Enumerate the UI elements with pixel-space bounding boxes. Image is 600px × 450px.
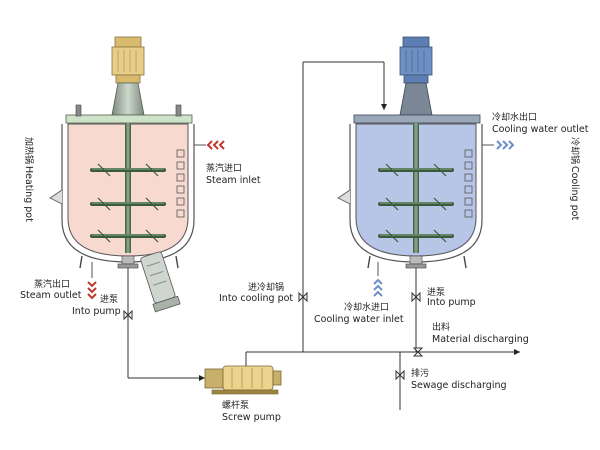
screw-pump-label-en: Screw pump [222,412,281,423]
steam-outlet-label-en: Steam outlet [20,290,82,301]
cooling-pot-label-cn: 冷却锅 [569,137,581,164]
sewage-discharging-label-en: Sewage discharging [411,380,507,391]
cooling-pot-label-en: Cooling pot [569,166,580,220]
cooling-motor [399,36,433,116]
steam-inlet-arrows [206,140,225,150]
into-pump-left-label-en: Into pump [72,306,121,317]
cooling-water-outlet-arrows [496,140,515,150]
cooling-water-outlet-label-en: Cooling water outlet [492,124,589,135]
screw-pump-label-cn: 螺杆泵 [222,399,249,411]
cooling-pot [337,36,483,269]
cooling-shaft [413,123,419,253]
steam-outlet-label-cn: 蒸汽出口 [34,278,70,290]
cooling-water-inlet-label-cn: 冷却水进口 [344,301,389,313]
steam-inlet-label-en: Steam inlet [206,175,261,186]
cooling-water-inlet-label-en: Cooling water inlet [314,314,404,325]
into-pump-right-label-en: Into pump [427,297,476,308]
heating-bottom-motor [140,251,181,313]
cooling-water-outlet-label-cn: 冷却水出口 [492,111,537,123]
valves [123,291,424,381]
screw-pump [204,365,282,395]
into-pump-right-label-cn: 进泵 [427,287,445,298]
into-cooling-pot-label-cn: 进冷却锅 [248,281,284,293]
steam-inlet-label-cn: 蒸汽进口 [206,162,242,174]
steam-outlet-arrows [87,281,97,300]
heating-pot-label-cn: 加热锅 [23,137,35,164]
heating-coil [176,149,185,218]
sewage-discharging-label-cn: 排污 [411,367,429,379]
cooling-water-inlet-arrows [373,278,383,297]
into-pump-left-label-cn: 进泵 [100,294,118,305]
material-discharging-label-cn: 出料 [432,321,450,333]
into-cooling-pot-label-en: Into cooling pot [219,293,293,304]
heating-pot-label-en: Heating pot [23,166,34,222]
cooling-coil [464,149,473,218]
heating-shaft [125,123,131,253]
heating-pot [49,36,195,313]
material-discharging-label-en: Material discharging [432,334,529,345]
piping [127,61,520,410]
heating-motor [111,36,145,116]
